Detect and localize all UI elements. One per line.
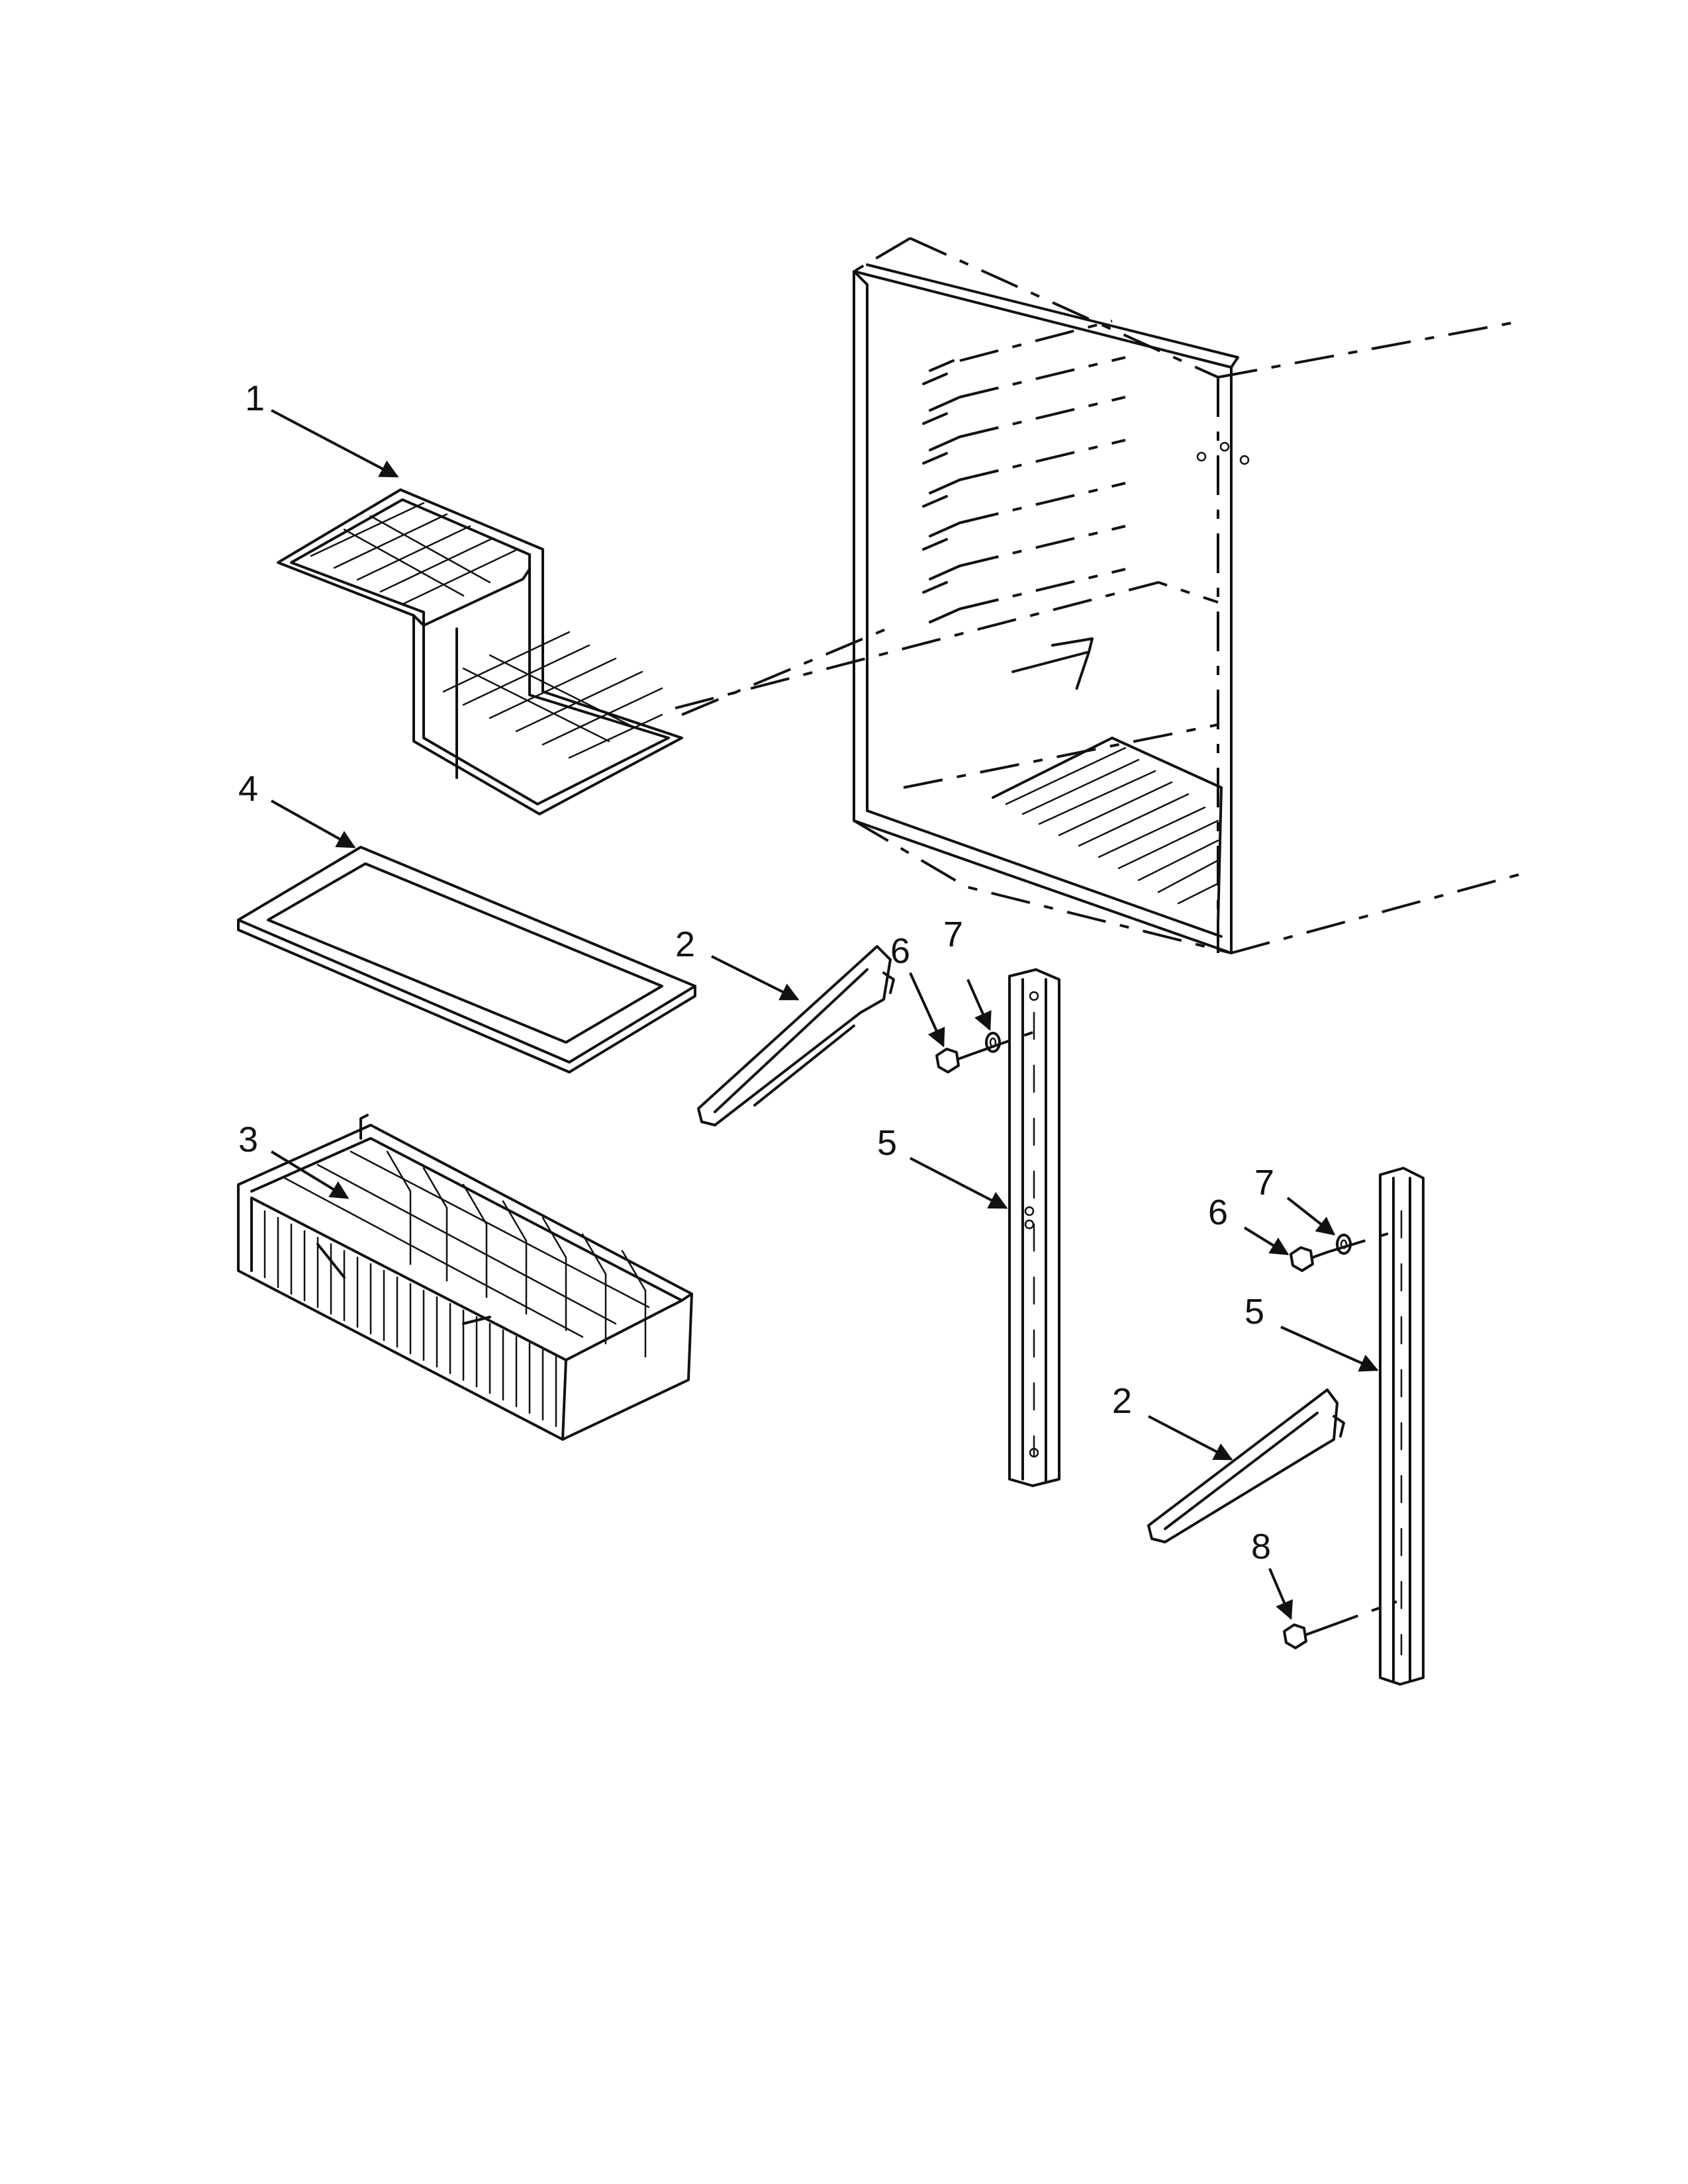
leader-lines xyxy=(270,409,1379,1620)
callout-bracket-left: 2 xyxy=(675,925,695,964)
cabinet-rail-slots xyxy=(922,320,1126,623)
standard-right xyxy=(1379,1167,1425,1686)
screw-bottom xyxy=(1283,1623,1322,1649)
callout-glass-shelf: 4 xyxy=(238,769,258,809)
standard-left xyxy=(1008,968,1060,1487)
shelf-bracket-right xyxy=(1147,1388,1345,1543)
callout-basket: 3 xyxy=(238,1120,258,1160)
basket-wires xyxy=(263,1150,650,1428)
washer-right xyxy=(1336,1234,1352,1255)
shelf-bracket-left xyxy=(697,945,895,1126)
washer-left xyxy=(985,1032,1001,1053)
glass-shelf xyxy=(237,846,696,1073)
callout-bracket-right: 2 xyxy=(1112,1381,1132,1421)
callout-rack-top: 1 xyxy=(245,379,265,418)
callout-screw-bottom: 8 xyxy=(1251,1527,1271,1567)
wire-rack-step xyxy=(277,488,888,815)
callout-screw-left: 6 xyxy=(890,931,910,971)
wire-basket xyxy=(237,1114,693,1441)
callout-standard-right: 5 xyxy=(1244,1292,1264,1332)
cabinet-outline xyxy=(675,237,1523,954)
screw-left xyxy=(935,1048,974,1073)
screw-right xyxy=(1289,1246,1329,1272)
callout-labels: 1 4 3 2 6 7 5 7 6 5 2 8 xyxy=(238,379,1274,1567)
callout-standard-left: 5 xyxy=(877,1123,897,1163)
cabinet-floor-grille xyxy=(992,737,1223,925)
callout-washer-right: 7 xyxy=(1254,1163,1274,1203)
callout-screw-right: 6 xyxy=(1208,1193,1228,1232)
callout-washer-left: 7 xyxy=(943,915,963,954)
